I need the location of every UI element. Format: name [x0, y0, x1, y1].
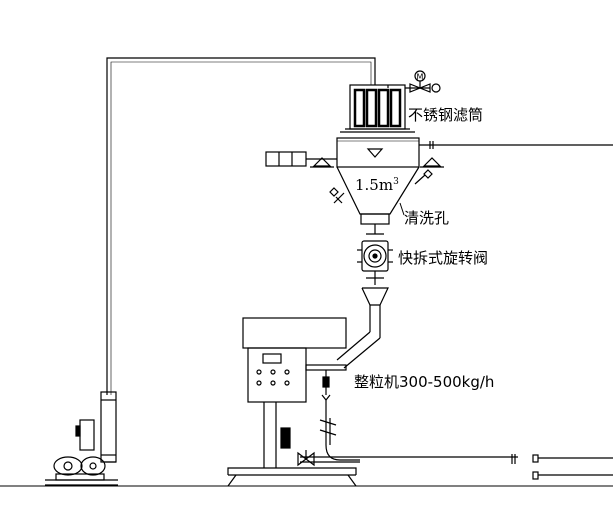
motor-valve-icon: M	[387, 70, 441, 93]
filter-label: 不锈钢滤筒	[408, 106, 483, 124]
volume-label: 1.5m3	[355, 176, 399, 194]
side-outlet-pipe	[419, 141, 613, 149]
hopper-vessel	[336, 137, 420, 234]
level-indicator	[265, 151, 337, 167]
roots-blower-icon	[45, 391, 118, 486]
feed-chute	[336, 287, 389, 369]
nozzle-right	[414, 169, 433, 185]
rotary-valve-label: 快拆式旋转阀	[398, 249, 488, 267]
rotary-valve-icon	[357, 233, 393, 285]
discharge-pipe	[300, 400, 518, 464]
cleaning-hole-label: 清洗孔	[404, 209, 449, 227]
cleaning-hole-leader	[399, 202, 405, 216]
line-terminals	[532, 454, 613, 480]
granulator-label: 整粒机300-500kg/h	[354, 373, 494, 391]
level-triangle-icon	[310, 157, 444, 168]
filter-housing	[340, 84, 415, 133]
nozzle-left	[329, 187, 345, 204]
check-valve-icon	[297, 450, 315, 467]
motor-label: M	[417, 73, 424, 82]
vacuum-pipe	[106, 57, 376, 395]
granulator-machine	[227, 317, 357, 487]
